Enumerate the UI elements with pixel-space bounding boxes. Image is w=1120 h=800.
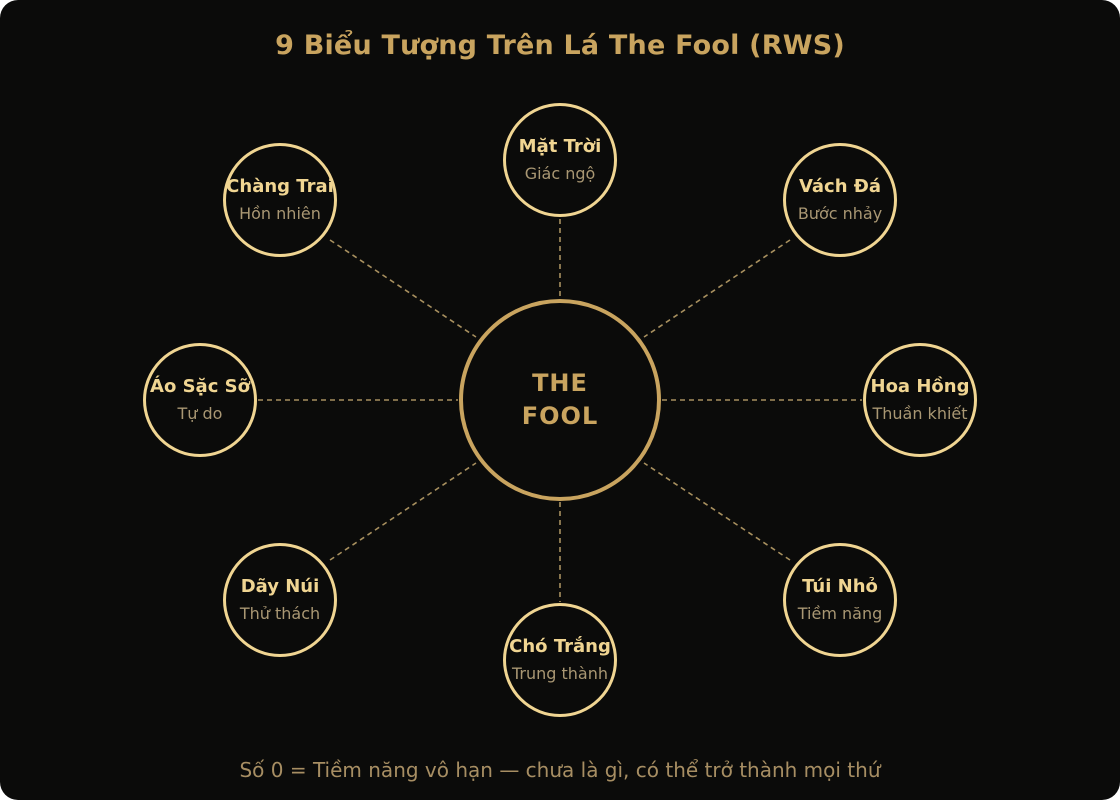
node-meaning: Thử thách (239, 604, 321, 623)
connector-tui-nho (643, 462, 791, 561)
footer-caption: Số 0 = Tiềm năng vô hạn — chưa là gì, có… (239, 758, 881, 782)
node-label: Áo Sặc Sỡ (150, 376, 250, 397)
node-label: Chàng Trai (226, 176, 334, 197)
node-day-nui: Dãy Núi Thử thách (223, 543, 337, 657)
center-label-line-2: FOOL (521, 402, 599, 430)
node-label: Vách Đá (798, 176, 882, 197)
center-label-line-1: THE (532, 369, 588, 397)
node-hoa-hong: Hoa Hồng Thuần khiết (863, 343, 977, 457)
node-tui-nho: Túi Nhỏ Tiềm năng (783, 543, 897, 657)
node-label: Túi Nhỏ (802, 576, 878, 597)
node-meaning: Hồn nhiên (239, 204, 321, 223)
node-meaning: Tự do (177, 404, 223, 423)
node-mat-troi: Mặt Trời Giác ngộ (503, 103, 617, 217)
node-meaning: Bước nhảy (797, 204, 883, 223)
connector-day-nui (329, 462, 477, 561)
node-label: Hoa Hồng (870, 376, 970, 397)
node-chang-trai: Chàng Trai Hồn nhiên (223, 143, 337, 257)
node-meaning: Tiềm năng (797, 604, 883, 623)
node-cho-trang: Chó Trắng Trung thành (503, 603, 617, 717)
diagram-title: 9 Biểu Tượng Trên Lá The Fool (RWS) (275, 30, 845, 61)
node-meaning: Trung thành (511, 664, 609, 683)
node-meaning: Thuần khiết (872, 404, 968, 423)
connector-vach-da (643, 239, 791, 338)
node-label: Mặt Trời (518, 136, 602, 157)
connector-chang-trai (329, 239, 477, 338)
center-node-the-fool: THE FOOL (459, 299, 661, 501)
node-label: Chó Trắng (509, 636, 611, 657)
node-meaning: Giác ngộ (524, 164, 596, 183)
node-ao-sac-so: Áo Sặc Sỡ Tự do (143, 343, 257, 457)
node-vach-da: Vách Đá Bước nhảy (783, 143, 897, 257)
node-label: Dãy Núi (240, 576, 320, 597)
